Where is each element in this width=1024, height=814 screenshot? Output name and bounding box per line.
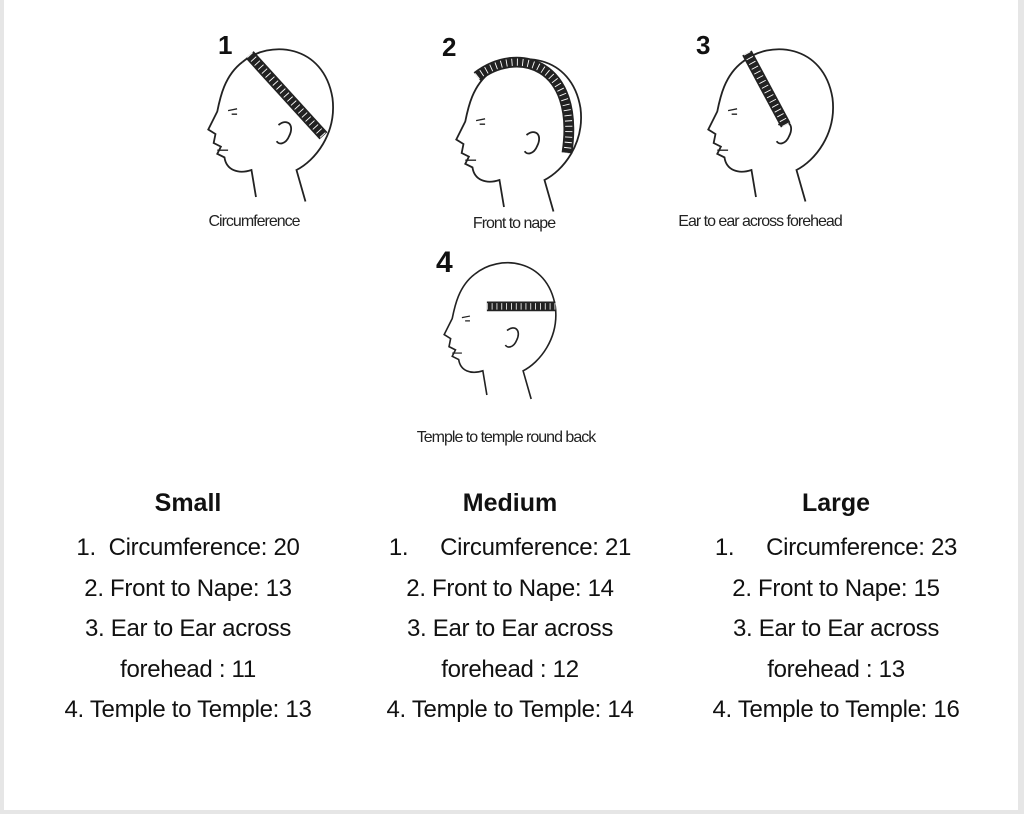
size-heading: Small xyxy=(154,489,222,517)
measurement-line: 2. Front to Nape: 14 xyxy=(406,574,614,602)
diagram-number-1: 1 xyxy=(218,30,233,60)
head-measurement-illustration-1 xyxy=(184,35,354,215)
diagram-caption-4: Temple to temple round back xyxy=(416,429,596,446)
diagram-caption-2: Front to nape xyxy=(472,215,556,232)
size-column-large: Large 1. Circumference: 23 2. Front to N… xyxy=(671,486,1001,731)
head-measurement-illustration-3 xyxy=(684,35,854,215)
measurement-line: 3. Ear to Ear across xyxy=(732,615,940,642)
measurement-line: forehead : 11 xyxy=(120,655,256,683)
measurement-line: 4. Temple to Temple: 14 xyxy=(386,696,634,723)
head-measurement-illustration-4 xyxy=(422,250,592,430)
size-chart-page: 1 2 3 4 Circumference Front to nape Ear … xyxy=(4,0,1018,810)
measurement-line: 4. Temple to Temple: 16 xyxy=(712,696,960,723)
diagram-caption-1: Circumference xyxy=(208,213,300,230)
measurement-line: 1. Circumference: 23 xyxy=(714,534,958,561)
diagram-caption-3: Ear to ear across forehead xyxy=(678,213,842,230)
diagram-number-4: 4 xyxy=(436,246,453,279)
measurement-line: 3. Ear to Ear across xyxy=(406,615,614,642)
measurement-line: forehead : 13 xyxy=(767,655,905,683)
size-column-small: Small 1. Circumference: 20 2. Front to N… xyxy=(23,486,353,731)
measurement-line: 2. Front to Nape: 13 xyxy=(84,574,292,602)
diagram-number-3: 3 xyxy=(696,30,711,60)
measurement-line: forehead : 12 xyxy=(441,655,579,683)
diagram-number-2: 2 xyxy=(442,32,457,62)
measurement-line: 4. Temple to Temple: 13 xyxy=(64,696,312,723)
size-heading: Large xyxy=(801,489,871,517)
head-measurement-illustration-2 xyxy=(432,45,602,225)
measurement-line: 2. Front to Nape: 15 xyxy=(732,574,940,602)
measurement-line: 1. Circumference: 20 xyxy=(76,534,300,561)
measurement-line: 3. Ear to Ear across xyxy=(84,615,292,642)
size-heading: Medium xyxy=(462,489,558,517)
measurement-line: 1. Circumference: 21 xyxy=(388,534,632,561)
size-column-medium: Medium 1. Circumference: 21 2. Front to … xyxy=(345,486,675,731)
